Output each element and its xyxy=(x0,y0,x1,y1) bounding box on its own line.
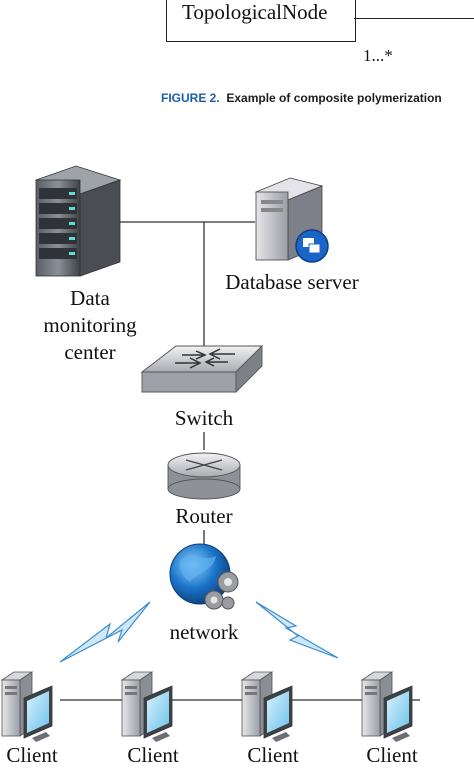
figure-number: FIGURE 2. xyxy=(161,91,220,105)
lightning-link-icon-left xyxy=(59,601,151,663)
figure-caption-text: Example of composite polymerization xyxy=(226,91,442,105)
multiplicity-label: 1...* xyxy=(363,46,393,65)
topological-node-box xyxy=(166,0,356,42)
client-computer-icon-4 xyxy=(361,671,413,743)
router-icon xyxy=(167,452,241,500)
router-label: Router xyxy=(175,504,233,528)
switch-icon xyxy=(140,344,264,394)
client-computer-icon-1 xyxy=(1,671,53,743)
client-computer-icon-2 xyxy=(121,671,173,743)
topological-node-label: TopologicalNode xyxy=(182,0,328,24)
database-server-icon xyxy=(254,177,329,263)
client-label-2: Client xyxy=(127,743,179,767)
association-line xyxy=(354,18,474,19)
client-label-4: Client xyxy=(366,743,418,767)
data-monitoring-center-label: Data monitoring center xyxy=(43,286,137,364)
database-server-label: Database server xyxy=(225,270,359,294)
client-label-1: Client xyxy=(6,743,58,767)
figure-caption: FIGURE 2. Example of composite polymeriz… xyxy=(161,91,442,105)
globe-network-icon xyxy=(169,543,239,610)
client-computer-icon-3 xyxy=(241,671,293,743)
network-label: network xyxy=(169,620,239,644)
lightning-link-icon-right xyxy=(255,601,339,659)
switch-label: Switch xyxy=(174,406,234,430)
client-label-3: Client xyxy=(247,743,299,767)
server-rack-icon xyxy=(34,165,122,277)
